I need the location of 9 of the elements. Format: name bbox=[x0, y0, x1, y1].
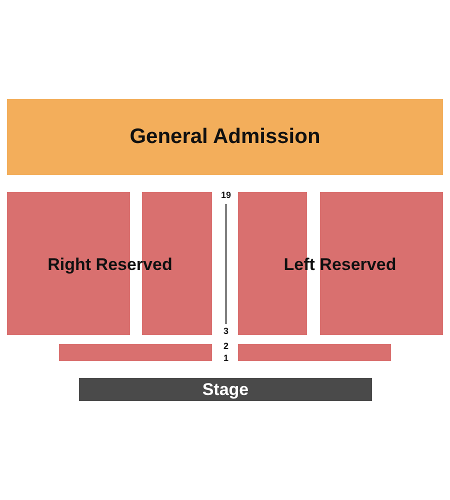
front-row-block bbox=[238, 344, 391, 361]
row-number: 19 bbox=[220, 190, 231, 200]
seating-block bbox=[320, 192, 443, 335]
row-number: 2 bbox=[223, 342, 228, 350]
row-number: 3 bbox=[223, 326, 228, 336]
row-number: 1 bbox=[223, 354, 228, 362]
stage: Stage bbox=[79, 378, 372, 401]
general-admission-area: General Admission bbox=[7, 99, 443, 175]
front-row-block bbox=[59, 344, 212, 361]
